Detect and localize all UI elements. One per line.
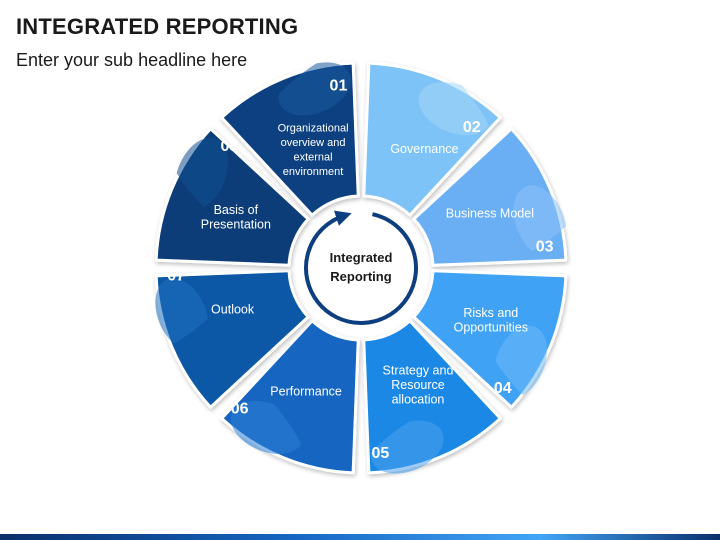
footer-bar: [0, 534, 720, 540]
segment-label: Performance: [270, 384, 342, 398]
segment-06: 06 Performance: [220, 319, 360, 475]
segment-number: 04: [494, 380, 512, 397]
segment-label: Business Model: [446, 206, 534, 220]
segment-number: 02: [463, 119, 481, 136]
page-subtitle: Enter your sub headline here: [16, 50, 248, 70]
segment-number: 03: [536, 238, 554, 255]
segment-label: Outlook: [211, 303, 255, 317]
segment-label: Governance: [390, 142, 458, 156]
cycle-arrow: [304, 210, 418, 325]
segment-number: 01: [330, 77, 348, 94]
segment-number: 07: [167, 267, 185, 284]
segment-number: 08: [220, 138, 238, 155]
segment-number: 05: [371, 445, 389, 462]
segment-03: 03 Business Model: [412, 127, 568, 267]
page-title: INTEGRATED REPORTING: [16, 14, 299, 39]
center-disc: [299, 206, 423, 330]
segment-number: 06: [231, 401, 249, 418]
